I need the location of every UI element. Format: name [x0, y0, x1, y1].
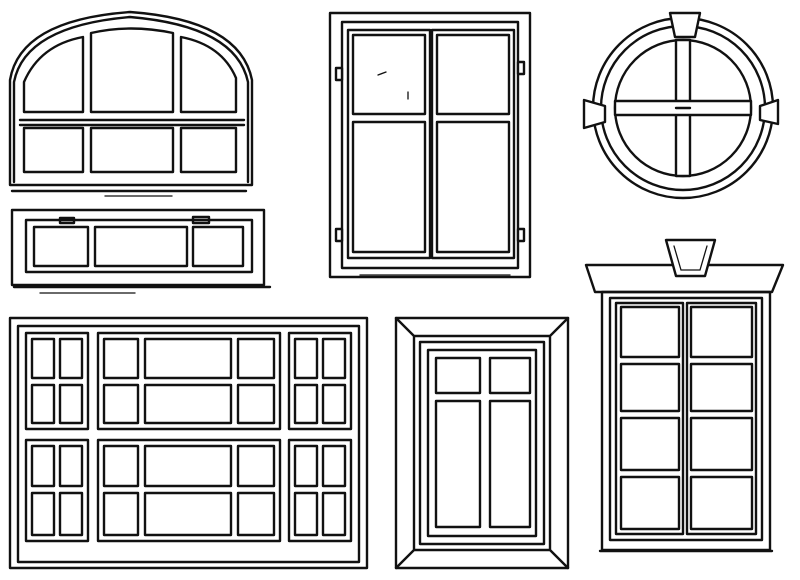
- casement-window: [328, 11, 532, 279]
- large-grid-window: [8, 316, 369, 570]
- round-window: [582, 11, 780, 200]
- tall-pediment-window: [584, 238, 785, 553]
- arched-window: [8, 10, 254, 197]
- transom-window: [10, 208, 272, 294]
- small-framed-window: [394, 316, 570, 570]
